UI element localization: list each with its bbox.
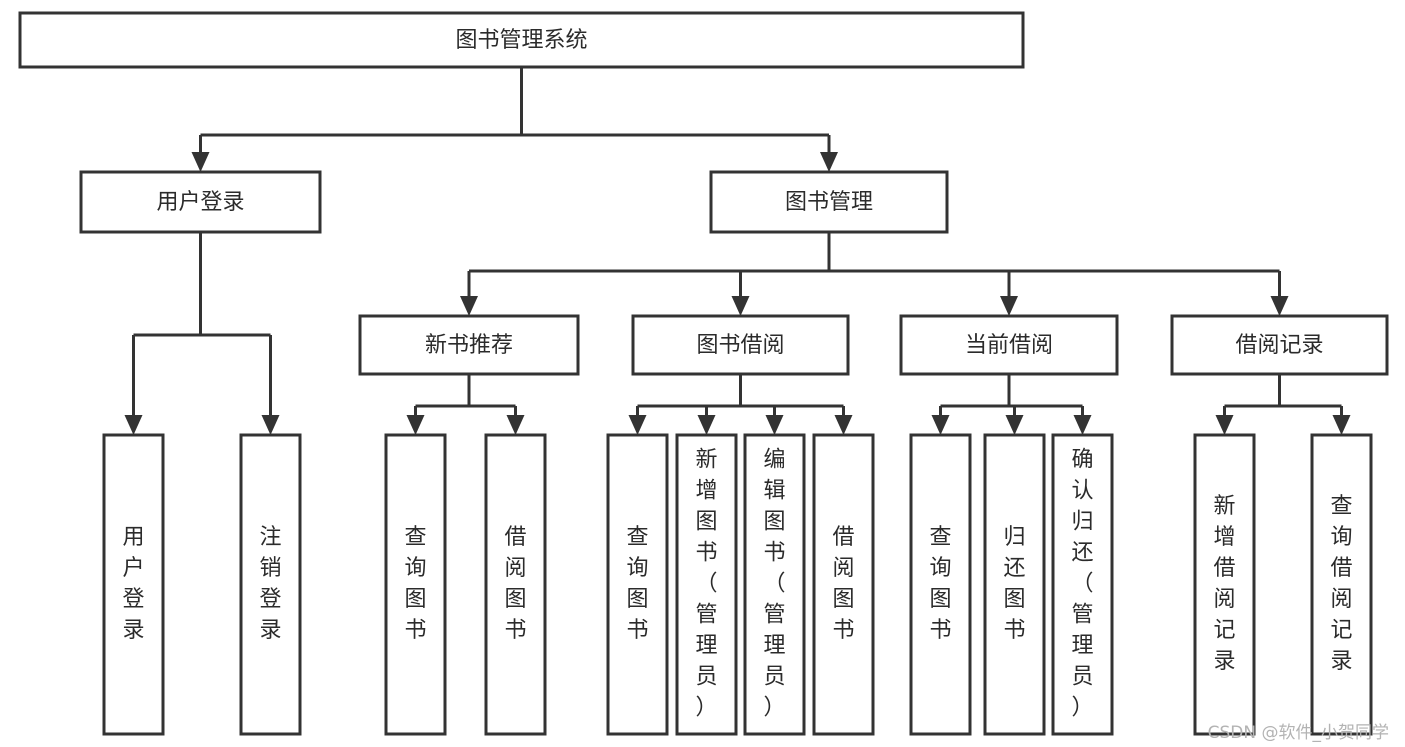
node-box-l3-borrow-record[interactable] (1170, 314, 1389, 376)
node-leaf-edit-book[interactable]: 编辑图书（管理员） (743, 433, 806, 736)
node-box-l3-new-book-rec[interactable] (358, 314, 580, 376)
node-label-leaf-borrow-book-2: 借阅图书 (832, 525, 854, 643)
node-label-leaf-confirm-return: 确认归还（管理员） (1071, 448, 1093, 721)
node-box-leaf-add-book[interactable] (675, 433, 738, 736)
arrow-head-l2_user_login (191, 152, 210, 172)
arrow-head-leaf_logout (261, 415, 280, 435)
arrow-head-leaf_borrow_book_2 (834, 415, 853, 435)
arrow-head-l2_book_manage (820, 152, 838, 172)
arrow-head-l3_borrow_record (1270, 296, 1289, 316)
arrow-head-l3_book_borrow (731, 296, 750, 316)
connector-group-root (191, 67, 838, 172)
node-box-leaf-add-record[interactable] (1193, 433, 1256, 736)
node-box-leaf-query-book-2[interactable] (606, 433, 669, 736)
connector-group-l2_user_login (124, 232, 280, 435)
node-label-leaf-query-record: 查询借阅记录 (1330, 494, 1352, 674)
node-l3-book-borrow[interactable]: 图书借阅 (631, 314, 850, 376)
node-l3-borrow-record[interactable]: 借阅记录 (1170, 314, 1389, 376)
node-label-leaf-borrow-book-1: 借阅图书 (504, 525, 526, 643)
node-box-leaf-confirm-return[interactable] (1051, 433, 1114, 736)
node-label-leaf-add-book: 新增图书（管理员） (695, 448, 717, 721)
node-box-l2-user-login[interactable] (79, 170, 322, 234)
node-box-leaf-query-book-3[interactable] (909, 433, 972, 736)
node-leaf-query-book-2[interactable]: 查询图书 (606, 433, 669, 736)
node-label-leaf-query-book-1: 查询图书 (404, 525, 426, 643)
node-leaf-logout[interactable]: 注销登录 (239, 433, 302, 736)
node-label-l3-book-borrow: 图书借阅 (696, 333, 784, 358)
node-box-leaf-return-book[interactable] (983, 433, 1046, 736)
node-box-leaf-borrow-book-1[interactable] (484, 433, 547, 736)
node-leaf-query-book-1[interactable]: 查询图书 (384, 433, 447, 736)
node-leaf-add-book[interactable]: 新增图书（管理员） (675, 433, 738, 736)
node-box-leaf-user-login[interactable] (102, 433, 165, 736)
node-box-leaf-query-book-1[interactable] (384, 433, 447, 736)
node-leaf-borrow-book-1[interactable]: 借阅图书 (484, 433, 547, 736)
node-box-l3-book-borrow[interactable] (631, 314, 850, 376)
arrow-head-leaf_query_book_2 (628, 415, 647, 435)
connector-group-l3_book_borrow (628, 374, 853, 435)
arrow-head-leaf_user_login (124, 415, 143, 435)
node-label-leaf-add-record: 新增借阅记录 (1213, 494, 1235, 674)
arrow-head-l3_current_borrow (1000, 296, 1018, 316)
connector-group-l3_current_borrow (931, 374, 1092, 435)
arrow-head-l3_new_book_rec (460, 296, 478, 316)
node-leaf-query-book-3[interactable]: 查询图书 (909, 433, 972, 736)
node-leaf-user-login[interactable]: 用户登录 (102, 433, 165, 736)
arrow-head-leaf_add_book (697, 415, 716, 435)
node-l3-current-borrow[interactable]: 当前借阅 (899, 314, 1119, 376)
node-label-leaf-user-login: 用户登录 (122, 525, 144, 643)
node-label-leaf-query-book-2: 查询图书 (626, 525, 648, 643)
node-label-l3-new-book-rec: 新书推荐 (425, 333, 513, 358)
edges-layer (124, 67, 1351, 435)
node-box-root[interactable] (18, 11, 1025, 69)
arrow-head-leaf_return_book (1005, 415, 1024, 435)
node-box-leaf-logout[interactable] (239, 433, 302, 736)
connector-group-l3_new_book_rec (406, 374, 525, 435)
node-l2-book-manage[interactable]: 图书管理 (709, 170, 949, 234)
node-leaf-query-record[interactable]: 查询借阅记录 (1310, 433, 1373, 736)
node-label-leaf-logout: 注销登录 (259, 525, 281, 643)
node-box-leaf-query-record[interactable] (1310, 433, 1373, 736)
node-box-l3-current-borrow[interactable] (899, 314, 1119, 376)
node-root[interactable]: 图书管理系统 (18, 11, 1025, 69)
arrow-head-leaf_query_record (1332, 415, 1351, 435)
node-label-leaf-query-book-3: 查询图书 (929, 525, 951, 643)
connector-group-l3_borrow_record (1215, 374, 1351, 435)
arrow-head-leaf_query_book_1 (406, 415, 425, 435)
node-box-l2-book-manage[interactable] (709, 170, 949, 234)
arrow-head-leaf_confirm_return (1073, 415, 1092, 435)
arrow-head-leaf_edit_book (765, 415, 784, 435)
node-label-l2-book-manage: 图书管理 (785, 190, 873, 215)
node-leaf-confirm-return[interactable]: 确认归还（管理员） (1051, 433, 1114, 736)
node-leaf-return-book[interactable]: 归还图书 (983, 433, 1046, 736)
csdn-watermark: CSDN @软件_小贺同学 (1207, 723, 1389, 743)
connector-group-l2_book_manage (460, 232, 1289, 316)
node-label-l2-user-login: 用户登录 (156, 190, 244, 215)
node-label-leaf-edit-book: 编辑图书（管理员） (763, 448, 785, 721)
nodes-layer: 图书管理系统用户登录图书管理新书推荐图书借阅当前借阅借阅记录用户登录注销登录查询… (18, 11, 1389, 736)
node-leaf-borrow-book-2[interactable]: 借阅图书 (812, 433, 875, 736)
arrow-head-leaf_borrow_book_1 (506, 415, 525, 435)
node-l3-new-book-rec[interactable]: 新书推荐 (358, 314, 580, 376)
arrow-head-leaf_add_record (1215, 415, 1234, 435)
node-l2-user-login[interactable]: 用户登录 (79, 170, 322, 234)
node-box-leaf-borrow-book-2[interactable] (812, 433, 875, 736)
arrow-head-leaf_query_book_3 (931, 415, 950, 435)
node-label-l3-current-borrow: 当前借阅 (965, 333, 1053, 358)
node-label-l3-borrow-record: 借阅记录 (1235, 333, 1323, 358)
node-leaf-add-record[interactable]: 新增借阅记录 (1193, 433, 1256, 736)
node-label-root: 图书管理系统 (455, 28, 587, 53)
node-label-leaf-return-book: 归还图书 (1003, 525, 1025, 643)
node-box-leaf-edit-book[interactable] (743, 433, 806, 736)
